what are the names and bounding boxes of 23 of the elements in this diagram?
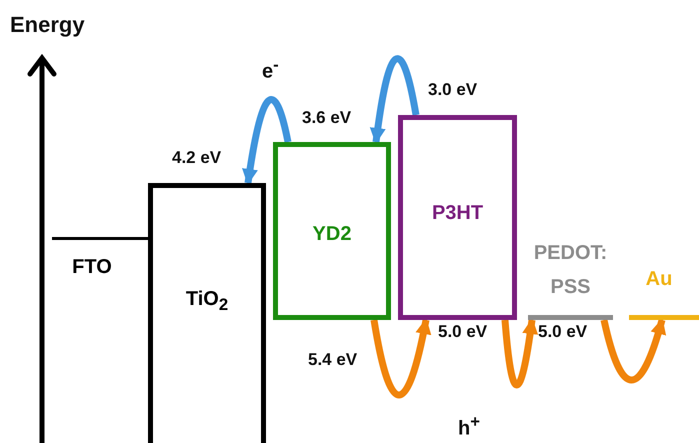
curved-arrow <box>370 55 420 144</box>
material-name: FTO <box>71 255 113 280</box>
material-name: PEDOT: PSS <box>532 241 608 300</box>
energy-value: 5.0 eV <box>538 322 588 342</box>
material-name: YD2 <box>312 223 352 246</box>
band-box <box>398 115 517 320</box>
carrier-label: e$^{-}$ <box>262 55 279 84</box>
material-name: TiO$_{2}$ <box>186 288 228 315</box>
material-name: Au <box>644 267 674 292</box>
energy-value: 5.0 eV <box>438 322 488 342</box>
curved-arrow <box>242 96 292 185</box>
material-name: P3HT <box>432 202 484 225</box>
curved-arrow <box>600 318 666 384</box>
band-box <box>273 142 391 320</box>
curved-arrow <box>370 318 432 398</box>
axis-title: Energy <box>10 12 85 38</box>
band-box <box>148 183 266 443</box>
energy-value: 3.6 eV <box>302 108 352 128</box>
energy-value: 5.4 eV <box>308 350 358 370</box>
energy-value: 4.2 eV <box>172 148 222 168</box>
energy-value: 3.0 eV <box>428 80 478 100</box>
curved-arrow <box>502 318 538 388</box>
carrier-label: h$^{+}$ <box>458 412 480 441</box>
